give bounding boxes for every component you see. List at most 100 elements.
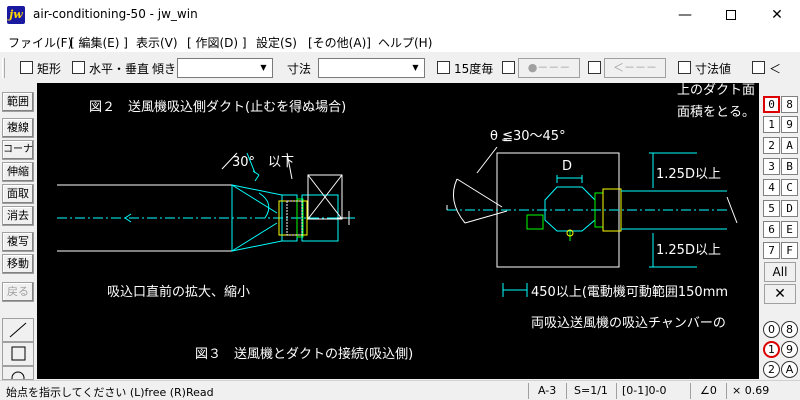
group-a[interactable]: A xyxy=(781,361,798,378)
chevron-down-icon: ▼ xyxy=(412,63,419,72)
status-layer[interactable]: [0-1]0-0 xyxy=(622,384,667,397)
rect-label: 矩形 xyxy=(37,62,62,76)
tool-copy[interactable]: 複写 xyxy=(2,232,34,252)
toolbar-grip[interactable] xyxy=(2,58,5,78)
tool-range[interactable]: 範囲 xyxy=(2,92,34,112)
menu-other[interactable]: [その他(A)] xyxy=(308,36,371,50)
upper-clearance-label: 1.25D以上 xyxy=(656,167,721,182)
tool-erase[interactable]: 消去 xyxy=(2,206,34,226)
layer-2[interactable]: 2 xyxy=(763,137,780,154)
fig3-title: 図３ 送風機とダクトの接続(吸込側) xyxy=(195,347,414,362)
dim-450-note: 450以上(電動機可動範囲150mm xyxy=(531,285,729,300)
status-zoom[interactable]: × 0.69 xyxy=(732,384,770,397)
menu-view[interactable]: 表示(V) xyxy=(136,36,178,50)
layer-d[interactable]: D xyxy=(781,200,798,217)
menu-draw[interactable]: [ 作図(D) ] xyxy=(187,36,247,50)
layer-3[interactable]: 3 xyxy=(763,158,780,175)
group-8[interactable]: 8 xyxy=(781,321,798,338)
title-bar: jw air-conditioning-50 - jw_win — ✕ xyxy=(0,0,800,30)
lower-clearance-label: 1.25D以上 xyxy=(656,243,721,258)
layer-e[interactable]: E xyxy=(781,221,798,238)
deg15-checkbox[interactable] xyxy=(437,61,450,74)
tool-chamfer[interactable]: 面取 xyxy=(2,184,34,204)
tool-stretch[interactable]: 伸縮 xyxy=(2,162,34,182)
layer-b[interactable]: B xyxy=(781,158,798,175)
dim-value-checkbox[interactable] xyxy=(678,61,691,74)
rect-checkbox[interactable] xyxy=(20,61,33,74)
deg15-label: 15度毎 xyxy=(454,62,494,76)
layer-7[interactable]: 7 xyxy=(763,242,780,259)
layer-1[interactable]: 1 xyxy=(763,116,780,133)
dimension-combo[interactable]: ▼ xyxy=(318,58,425,78)
dimension-label: 寸法 xyxy=(287,62,312,76)
status-scale[interactable]: S=1/1 xyxy=(574,384,608,397)
layer-0[interactable]: 0 xyxy=(763,96,780,113)
layer-a[interactable]: A xyxy=(781,137,798,154)
menu-file[interactable]: ファイル(F) xyxy=(8,36,73,50)
layer-5[interactable]: 5 xyxy=(763,200,780,217)
left-tool-panel: 範囲 複線 コーナー 伸縮 面取 消去 複写 移動 戻る xyxy=(0,90,36,380)
app-icon: jw xyxy=(7,6,25,24)
layer-close-button[interactable]: ✕ xyxy=(764,284,796,304)
horiz-vert-label: 水平・垂直 xyxy=(89,62,150,76)
dim-value-label: 寸法値 xyxy=(695,62,732,76)
horiz-vert-checkbox[interactable] xyxy=(72,61,85,74)
menu-edit[interactable]: [ 編集(E) ] xyxy=(70,36,128,50)
maximize-button[interactable] xyxy=(708,0,754,30)
status-divider xyxy=(616,383,617,399)
line-tool-button[interactable] xyxy=(2,318,34,342)
line-icon xyxy=(9,322,27,338)
theta-label: θ ≦30～45° xyxy=(490,129,566,144)
lt-checkbox[interactable] xyxy=(752,61,765,74)
drawing-canvas[interactable]: 図２ 送風機吸込側ダクト(止むを得ぬ場合) 上のダクト面 面積をとる。 30° … xyxy=(37,83,759,379)
menu-help[interactable]: ヘルプ(H) xyxy=(378,36,433,50)
chamber-note: 両吸込送風機の吸込チャンバーの xyxy=(531,316,726,331)
tilt-label: 傾き xyxy=(152,62,177,76)
rectangle-icon xyxy=(11,346,26,361)
status-divider xyxy=(726,383,727,399)
tool-move[interactable]: 移動 xyxy=(2,254,34,274)
layer-all-button[interactable]: All xyxy=(764,262,796,282)
tool-undo[interactable]: 戻る xyxy=(2,282,34,302)
group-0[interactable]: 0 xyxy=(763,321,780,338)
expand-note: 吸込口直前の拡大、縮小 xyxy=(107,285,251,300)
cad-drawing xyxy=(57,139,738,297)
top-right-note-1: 上のダクト面 xyxy=(677,83,756,98)
group-2[interactable]: 2 xyxy=(763,361,780,378)
toolbar: 矩形 水平・垂直 傾き ▼ 寸法 ▼ 15度毎 ●－－－ ＜－－－ 寸法値 ＜ xyxy=(0,54,800,82)
arrow-line-button[interactable]: ＜－－－ xyxy=(604,58,666,78)
minimize-button[interactable]: — xyxy=(678,7,692,23)
tool-corner[interactable]: コーナー xyxy=(2,140,34,173)
layer-6[interactable]: 6 xyxy=(763,221,780,238)
layer-f[interactable]: F xyxy=(781,242,798,259)
angle-label: 30° 以下 xyxy=(232,155,295,170)
layer-8[interactable]: 8 xyxy=(781,96,798,113)
group-9[interactable]: 9 xyxy=(781,341,798,358)
status-divider xyxy=(690,383,691,399)
tilt-combo[interactable]: ▼ xyxy=(177,58,273,78)
dot-line-button[interactable]: ●－－－ xyxy=(518,58,580,78)
status-prompt: 始点を指示してください (L)free (R)Read xyxy=(6,386,214,399)
chevron-down-icon: ▼ xyxy=(260,63,267,72)
status-angle[interactable]: ∠0 xyxy=(700,384,717,397)
layer-c[interactable]: C xyxy=(781,179,798,196)
circle-tool-button[interactable] xyxy=(2,366,34,380)
menu-settings[interactable]: 設定(S) xyxy=(256,36,297,50)
dot-line-checkbox[interactable] xyxy=(502,61,515,74)
top-right-note-2: 面積をとる。 xyxy=(677,105,756,120)
tool-offset[interactable]: 複線 xyxy=(2,118,34,138)
window-title: air-conditioning-50 - jw_win xyxy=(33,7,198,21)
lt-label: ＜ xyxy=(769,62,782,76)
status-divider xyxy=(528,383,529,399)
status-divider xyxy=(566,383,567,399)
close-button[interactable]: ✕ xyxy=(771,7,783,23)
d-label: D xyxy=(562,159,573,174)
rect-tool-button[interactable] xyxy=(2,342,34,366)
group-1[interactable]: 1 xyxy=(763,341,780,358)
layer-4[interactable]: 4 xyxy=(763,179,780,196)
layer-9[interactable]: 9 xyxy=(781,116,798,133)
status-paper-size[interactable]: A-3 xyxy=(538,384,557,397)
maximize-icon xyxy=(726,10,736,20)
arrow-line-checkbox[interactable] xyxy=(588,61,601,74)
status-bar: 始点を指示してください (L)free (R)Read A-3 S=1/1 [0… xyxy=(0,380,800,400)
